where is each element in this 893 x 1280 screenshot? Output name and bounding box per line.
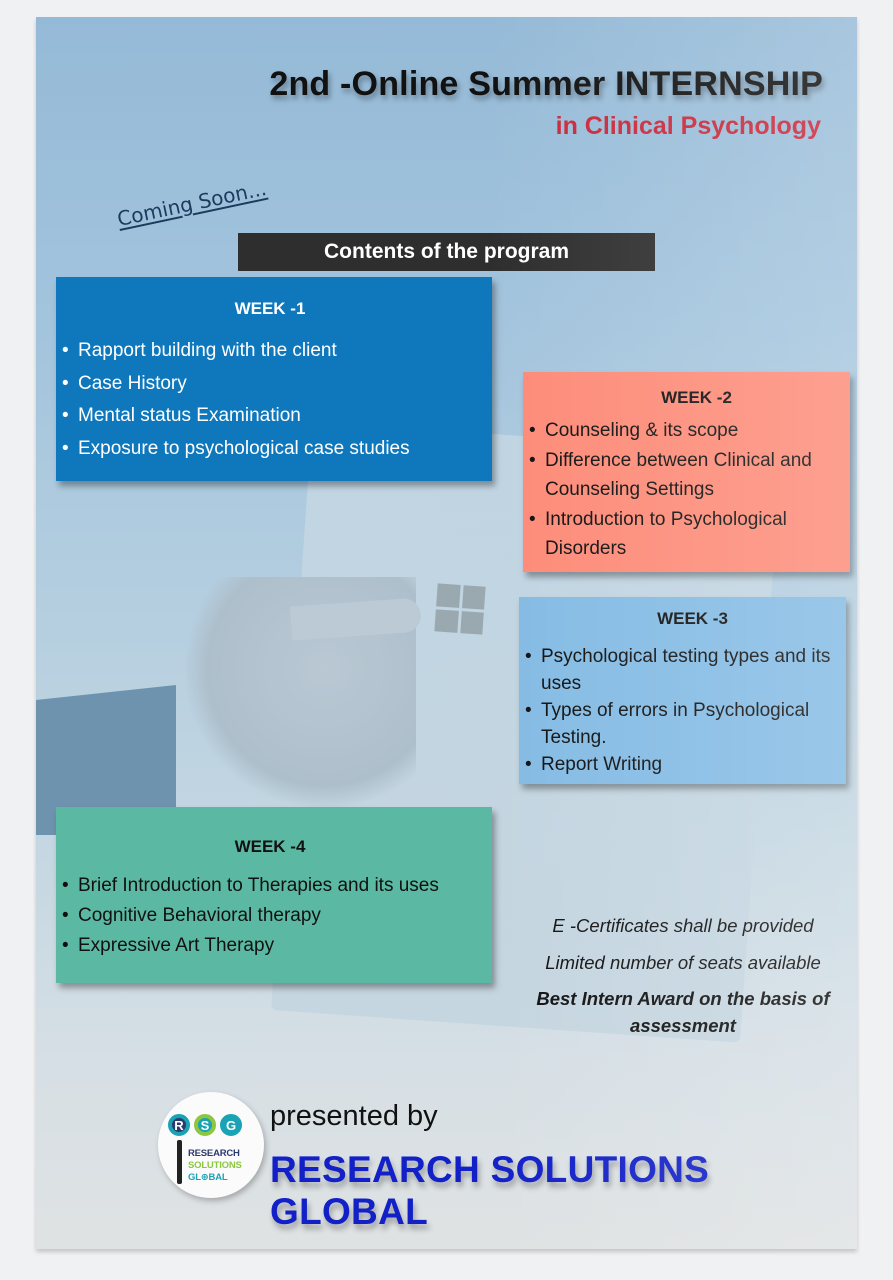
week-items: Counseling & its scope Difference betwee… <box>523 416 850 564</box>
contents-heading: Contents of the program <box>238 233 655 271</box>
week-item: Difference between Clinical and Counseli… <box>523 446 850 505</box>
presented-by-label: presented by <box>270 1100 438 1132</box>
week-item: Report Writing <box>519 751 846 778</box>
award-note: Best Intern Award on the basis of assess… <box>536 988 830 1036</box>
week-item: Introduction to Psychological Disorders <box>523 505 850 564</box>
organization-name: RESEARCH SOLUTIONS GLOBAL <box>270 1149 710 1232</box>
logo-letter-g: G <box>220 1114 242 1136</box>
week-items: Rapport building with the client Case Hi… <box>56 335 484 465</box>
seats-note: Limited number of seats available <box>545 952 821 973</box>
week-items: Psychological testing types and its uses… <box>519 643 846 778</box>
poster-subtitle: in Clinical Psychology <box>555 112 821 140</box>
magnifier-handle-icon <box>177 1140 182 1184</box>
logo-letter-s: S <box>194 1114 216 1136</box>
logo-text-global: GL⊕BAL <box>188 1172 228 1183</box>
week-item: Expressive Art Therapy <box>56 931 484 961</box>
windows-logo-icon <box>434 583 486 635</box>
week-title: WEEK -1 <box>234 299 306 318</box>
poster: 2nd -Online Summer INTERNSHIP in Clinica… <box>36 17 857 1249</box>
week-item: Cognitive Behavioral therapy <box>56 901 484 931</box>
week-3-card: WEEK -3 Psychological testing types and … <box>519 597 846 784</box>
week-title: WEEK -2 <box>661 388 732 407</box>
week-2-card: WEEK -2 Counseling & its scope Differenc… <box>523 372 850 572</box>
week-item: Psychological testing types and its uses <box>519 643 846 697</box>
week-item: Brief Introduction to Therapies and its … <box>56 871 484 901</box>
week-item: Types of errors in Psychological Testing… <box>519 697 846 751</box>
logo-text-research: RESEARCH <box>188 1148 240 1159</box>
week-item: Mental status Examination <box>56 400 484 433</box>
week-item: Rapport building with the client <box>56 335 484 368</box>
week-1-card: WEEK -1 Rapport building with the client… <box>56 277 492 481</box>
logo-letter-r: R <box>168 1114 190 1136</box>
certificates-note: E -Certificates shall be provided <box>552 915 814 936</box>
poster-title: 2nd -Online Summer INTERNSHIP <box>269 65 823 103</box>
logo-text-solutions: SOLUTIONS <box>188 1160 242 1171</box>
week-item: Exposure to psychological case studies <box>56 433 484 466</box>
rsg-logo-circles: R S G <box>168 1114 242 1136</box>
coming-soon-label: Coming Soon... <box>115 175 269 231</box>
week-item: Case History <box>56 368 484 401</box>
week-items: Brief Introduction to Therapies and its … <box>56 871 484 961</box>
week-item: Counseling & its scope <box>523 416 850 446</box>
week-title: WEEK -3 <box>657 609 728 628</box>
week-title: WEEK -4 <box>234 837 306 856</box>
rsg-logo: R S G RESEARCH SOLUTIONS GL⊕BAL <box>158 1092 264 1198</box>
program-notes: E -Certificates shall be provided Limite… <box>516 913 850 1039</box>
week-4-card: WEEK -4 Brief Introduction to Therapies … <box>56 807 492 983</box>
